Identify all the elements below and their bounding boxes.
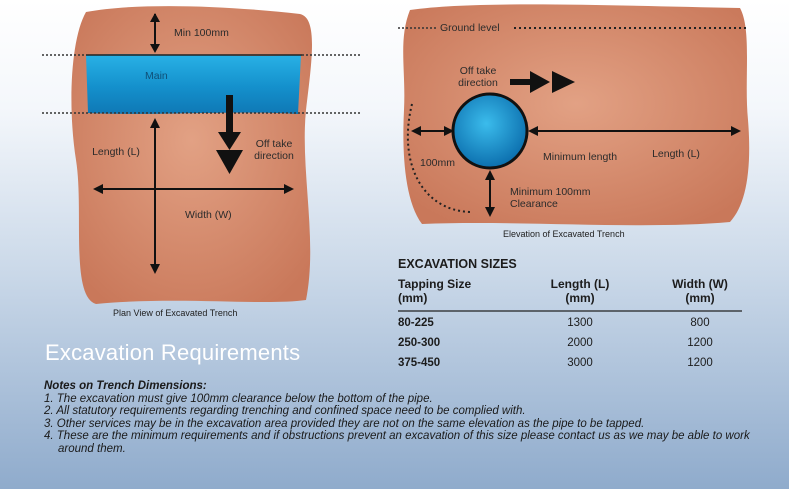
- notes-title: Notes on Trench Dimensions:: [44, 380, 207, 392]
- plan-offtake-arrow: [226, 95, 233, 140]
- header-width: Width (W) (mm): [672, 277, 728, 305]
- min-clearance-label: Min 100mm: [174, 27, 229, 39]
- clearance-arc: [406, 103, 471, 213]
- plan-width-label: Width (W): [185, 209, 232, 221]
- note-item: 1. The excavation must give 100mm cleara…: [44, 392, 433, 405]
- header-tapping-size: Tapping Size (mm): [398, 277, 472, 305]
- note-item: 4. These are the minimum requirements an…: [44, 430, 750, 455]
- notes-section: Notes on Trench Dimensions: 1. The excav…: [44, 380, 774, 455]
- elevation-caption: Elevation of Excavated Trench: [503, 229, 625, 239]
- elevation-offtake-label: Off take direction: [458, 65, 498, 89]
- note-item: 3. Other services may be in the excavati…: [44, 417, 645, 430]
- table-row-1-size: 80-225: [398, 317, 434, 329]
- table-row-3-size: 375-450: [398, 357, 441, 369]
- main-water-band: [86, 54, 301, 114]
- header-length: Length (L) (mm): [550, 277, 610, 305]
- table-row-2-size: 250-300: [398, 337, 441, 349]
- side-clearance-label: 100mm: [420, 157, 456, 169]
- main-label: Main: [145, 70, 168, 82]
- note-item: 2. All statutory requirements regarding …: [44, 405, 526, 417]
- elevation-length-label: Length (L): [652, 148, 700, 160]
- plan-view-caption: Plan View of Excavated Trench: [113, 308, 238, 318]
- elevation-offtake-arrow: [510, 79, 532, 85]
- section-title: Excavation Requirements: [45, 340, 301, 365]
- table-row-3-width: 1200: [687, 357, 713, 369]
- plan-offtake-label: Off take direction: [254, 138, 294, 162]
- ground-level-label: Ground level: [440, 22, 500, 34]
- table-row-1-width: 800: [690, 317, 710, 329]
- elevation-soil: [403, 4, 750, 226]
- plan-length-label: Length (L): [92, 146, 140, 158]
- table-row-2-width: 1200: [687, 337, 713, 349]
- table-title: EXCAVATION SIZES: [398, 257, 517, 271]
- pipe-circle: [451, 92, 529, 170]
- table-row-2-length: 2000: [567, 337, 593, 349]
- minimum-clearance-label: Minimum 100mm Clearance: [510, 186, 591, 210]
- minimum-length-label: Minimum length: [543, 151, 618, 163]
- table-row-1-length: 1300: [567, 317, 593, 329]
- table-row-3-length: 3000: [567, 357, 593, 369]
